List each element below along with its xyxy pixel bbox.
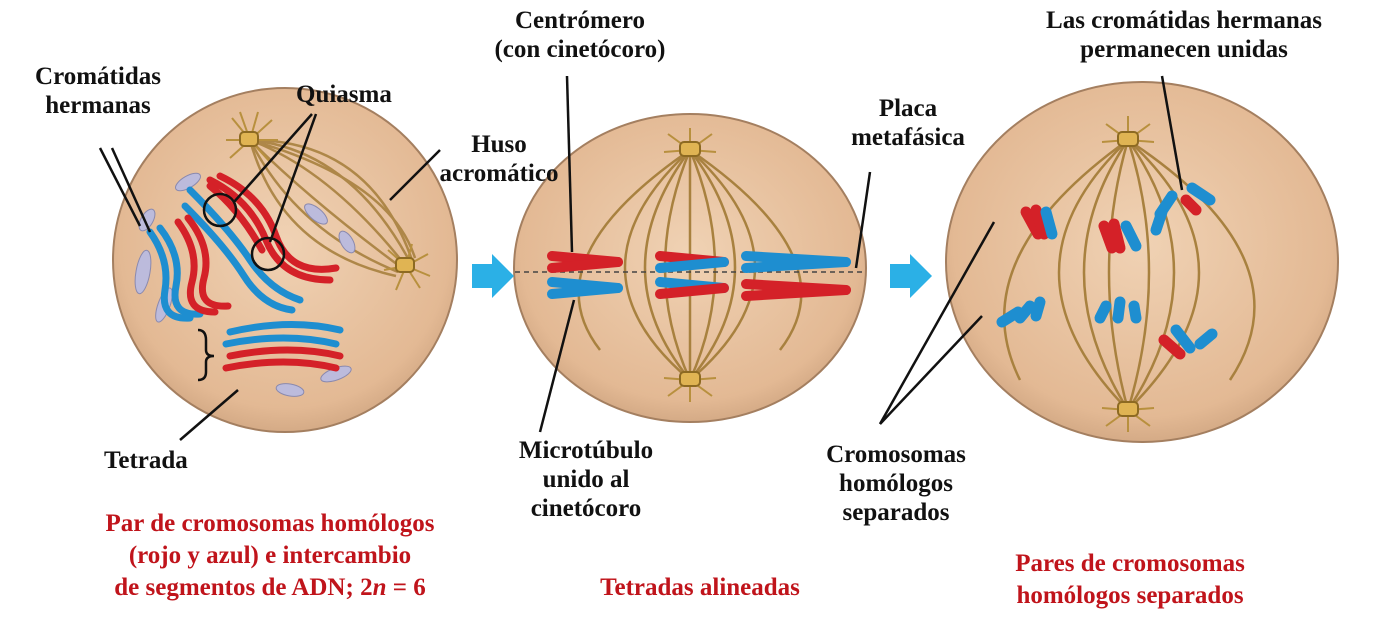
caption-stage3: Pares de cromosomas homólogos separados: [960, 548, 1300, 612]
arrow-1: [472, 254, 514, 298]
cell-anaphase: [946, 82, 1338, 442]
label-cromatidas-unidas: Las cromátidas hermanas permanecen unida…: [1014, 6, 1354, 64]
label-tetrada: Tetrada: [104, 446, 188, 475]
label-quiasma: Quiasma: [296, 80, 392, 109]
label-cromatidas-hermanas: Cromátidas hermanas: [8, 62, 188, 120]
label-placa-metafasica: Placa metafásica: [838, 94, 978, 152]
arrow-2: [890, 254, 932, 298]
label-centromero: Centrómero (con cinetócoro): [480, 6, 680, 64]
caption-stage2: Tetradas alineadas: [540, 572, 860, 604]
label-cromosomas-separados: Cromosomas homólogos separados: [798, 440, 994, 527]
caption-stage1: Par de cromosomas homólogos (rojo y azul…: [40, 508, 500, 604]
cell-prophase: [113, 88, 457, 432]
label-microtubulo: Microtúbulo unido al cinetócoro: [486, 436, 686, 523]
label-huso-acromatico: Huso acromático: [414, 130, 584, 188]
